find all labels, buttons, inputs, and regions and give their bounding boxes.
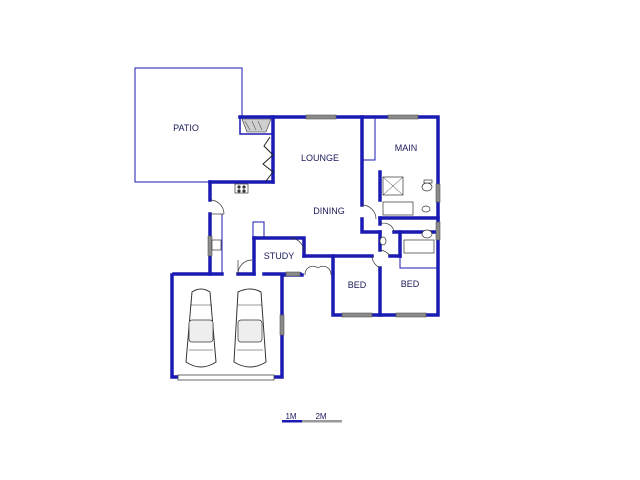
scale-segment-2 (302, 420, 342, 423)
window-lounge (305, 114, 337, 120)
label-bed-2: BED (401, 279, 420, 289)
kitchen-fixtures (211, 183, 249, 251)
bath (403, 239, 435, 254)
window-bed-1 (341, 312, 373, 318)
patio-outline (134, 67, 243, 183)
label-dining: DINING (313, 206, 345, 216)
window-bed-2 (395, 312, 427, 318)
window-scullery (207, 235, 213, 257)
scale-label-1m: 1M (285, 412, 296, 421)
scale-label-2m: 2M (315, 412, 326, 421)
garage-cars (177, 288, 275, 381)
label-lounge: LOUNGE (301, 153, 339, 163)
window-main (387, 114, 419, 120)
bathroom-fixtures (379, 176, 435, 254)
window-ensuite (435, 183, 441, 203)
scale-segment-1 (282, 420, 302, 423)
toilet (421, 229, 433, 239)
label-bed-1: BED (348, 280, 367, 290)
thin-lines (221, 117, 438, 274)
exterior-walls (170, 115, 440, 379)
label-study: STUDY (264, 251, 295, 261)
label-main: MAIN (395, 143, 418, 153)
basin (379, 236, 387, 246)
car-left (185, 288, 217, 368)
stacking-door (262, 136, 274, 182)
window-study (285, 271, 301, 277)
basin-ensuite (421, 205, 431, 213)
doors (209, 199, 395, 276)
garage-door (177, 374, 275, 381)
toilet-ensuite (421, 182, 433, 192)
stove (234, 183, 249, 194)
fireplace (239, 116, 274, 135)
room-labels: PATIO LOUNGE MAIN DINING STUDY BED BED (173, 123, 420, 290)
car-right (233, 288, 267, 368)
bath-ensuite (382, 201, 414, 216)
window-garage (279, 314, 285, 336)
windows (207, 114, 441, 336)
label-patio: PATIO (173, 123, 199, 133)
window-bathroom (435, 221, 441, 241)
sink (211, 239, 222, 251)
scale-bar: 1M 2M (282, 412, 342, 423)
